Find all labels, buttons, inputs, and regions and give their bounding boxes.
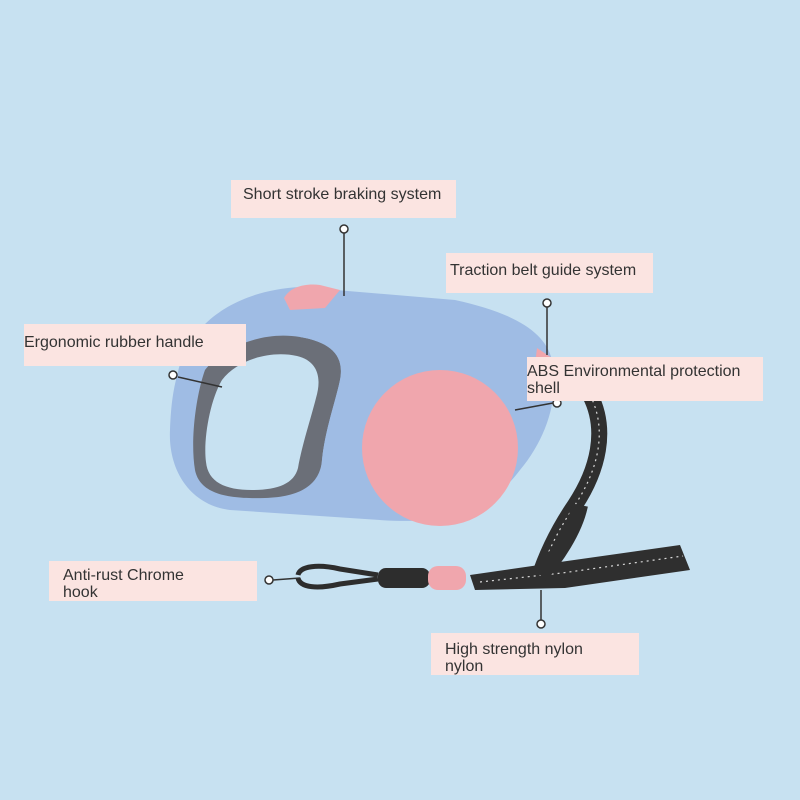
chrome-hook (295, 563, 466, 590)
nylon-dot (536, 619, 546, 629)
traction-belt-text: Traction belt guide system (450, 262, 637, 279)
abs-shell-text-line2: shell (527, 380, 560, 397)
abs-shell-text-line1: ABS Environmental protection (527, 363, 741, 380)
traction-belt-label: Traction belt guide system (446, 253, 653, 293)
leader-lines (168, 224, 562, 629)
traction-dot (542, 298, 552, 308)
handle-dot (168, 370, 178, 380)
braking-dot (339, 224, 349, 234)
chrome-hook-text-line2: hook (63, 584, 98, 601)
braking-system-label: Short stroke braking system (231, 180, 456, 218)
rubber-handle-text: Ergonomic rubber handle (24, 334, 204, 351)
nylon-strap-text-line2: nylon (445, 658, 484, 675)
chrome-hook-label: Anti-rust Chrome hook (49, 561, 257, 601)
dispenser-body (169, 284, 555, 526)
abs-shell-label: ABS Environmental protection shell (527, 357, 763, 401)
nylon-strap-label: High strength nylon nylon (431, 633, 639, 675)
nylon-strap (470, 387, 690, 590)
hook-dot (264, 575, 274, 585)
braking-system-text: Short stroke braking system (243, 186, 442, 203)
chrome-hook-text-line1: Anti-rust Chrome (63, 567, 184, 584)
nylon-strap-text-line1: High strength nylon (445, 641, 583, 658)
rubber-handle-label: Ergonomic rubber handle (24, 324, 246, 366)
